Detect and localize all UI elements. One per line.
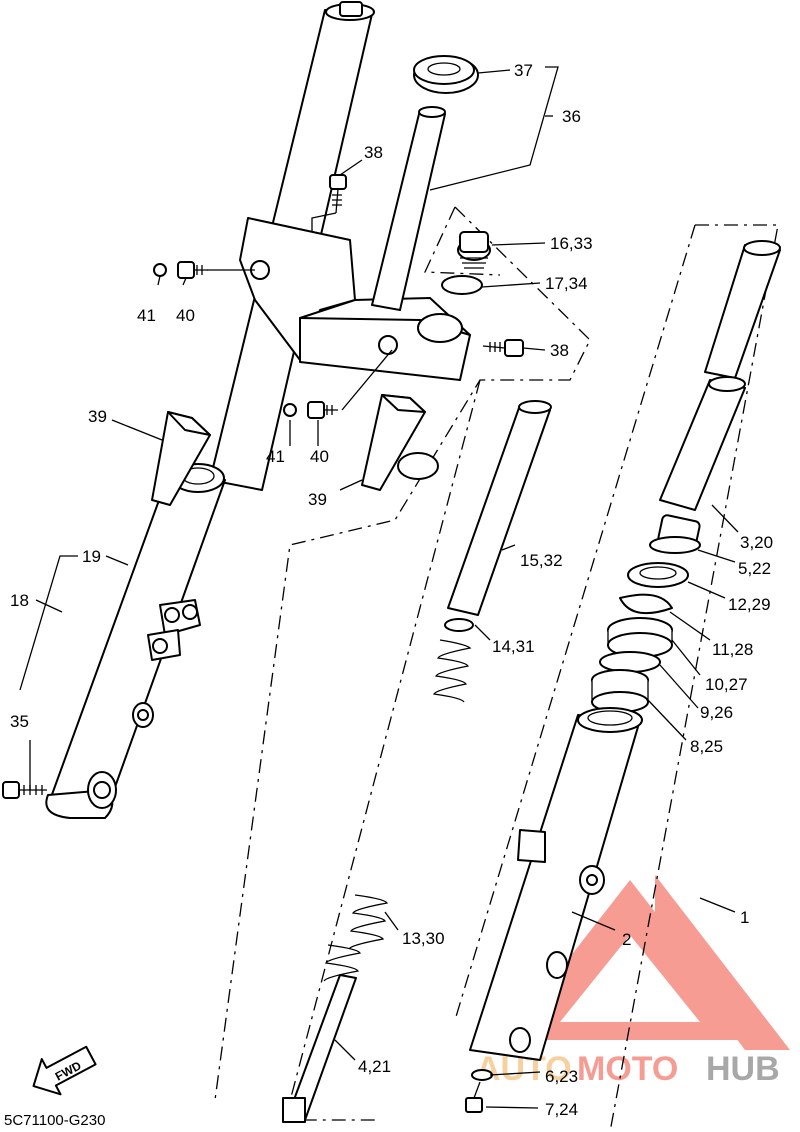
- oring-17: [441, 275, 483, 295]
- washer-9: [599, 651, 661, 673]
- clip-11: [619, 593, 673, 615]
- bolt-38-top: [329, 174, 347, 214]
- outline-inner-tube-group: [609, 224, 779, 1132]
- callout-40: 40: [176, 306, 195, 325]
- callout-41: 41: [137, 306, 156, 325]
- upper-bracket: [239, 217, 471, 381]
- leader-lines: [19, 66, 739, 1109]
- watermark-moto: MOTO: [577, 1050, 678, 1088]
- bracket-39-left: [151, 411, 211, 506]
- callout-38: 38: [364, 143, 383, 162]
- callout-40-b: 40: [310, 447, 329, 466]
- callout-8-25: 8,25: [690, 737, 723, 756]
- bushing-8: [591, 669, 649, 713]
- outer-tube-part: [49, 469, 226, 816]
- callout-39-b: 39: [308, 490, 327, 509]
- callout-14-31: 14,31: [492, 637, 535, 656]
- diagram-code: 5C71100-G230: [4, 1112, 105, 1129]
- callout-39: 39: [88, 407, 107, 426]
- bolt-38-side: [482, 339, 524, 357]
- callout-9-26: 9,26: [700, 703, 733, 722]
- seal-12: [627, 562, 689, 588]
- callout-38-b: 38: [550, 341, 569, 360]
- bracket-39-right: [361, 394, 439, 491]
- callout-6-23: 6,23: [545, 1067, 578, 1086]
- washer-14: [444, 618, 474, 632]
- callout-labels: 37 36 38 16,33 17,34 38 41 40 39 41 40 3…: [10, 61, 773, 1119]
- callout-12-29: 12,29: [728, 595, 771, 614]
- cap-bolt-16: [457, 231, 491, 269]
- callout-7-24: 7,24: [545, 1100, 578, 1119]
- bearing-37: [413, 55, 479, 94]
- callout-15-32: 15,32: [520, 551, 563, 570]
- bolt-35: [2, 781, 47, 799]
- spring-13: [348, 894, 388, 950]
- callout-16-33: 16,33: [550, 234, 593, 253]
- spring-upper: [433, 639, 472, 703]
- washer-6: [471, 1069, 493, 1081]
- slide-bushing-5: [649, 514, 701, 554]
- fwd-arrow-icon: FWD: [32, 1045, 97, 1096]
- callout-3-20: 3,20: [740, 533, 773, 552]
- oil-seal-10: [607, 617, 673, 658]
- watermark-logo: AUTO MOTO HUB: [476, 875, 790, 1088]
- bolt-40-upper: [153, 261, 208, 279]
- callout-5-22: 5,22: [738, 559, 771, 578]
- callout-11-28: 11,28: [712, 640, 753, 659]
- callout-17-34: 17,34: [545, 274, 588, 293]
- callout-13-30: 13,30: [402, 929, 445, 948]
- inner-tube-3: [659, 240, 781, 511]
- callout-36: 36: [562, 107, 581, 126]
- damper-rod-4: [282, 944, 361, 1123]
- callout-18: 18: [10, 591, 29, 610]
- steering-stem: [371, 106, 446, 311]
- callout-41-b: 41: [266, 447, 285, 466]
- callout-35: 35: [10, 712, 29, 731]
- outer-tube-2: [469, 707, 643, 1061]
- callout-10-27: 10,27: [705, 675, 748, 694]
- bolt-7: [465, 1081, 483, 1113]
- watermark-hub: HUB: [706, 1050, 780, 1088]
- callout-4-21: 4,21: [358, 1057, 391, 1076]
- bolt-40-lower: [283, 401, 338, 419]
- callout-1: 1: [740, 908, 749, 927]
- callout-19: 19: [82, 547, 101, 566]
- spacer-15: [447, 400, 552, 616]
- callout-2: 2: [622, 930, 631, 949]
- outline-inner-tube-left: [454, 224, 696, 1021]
- callout-37: 37: [514, 61, 533, 80]
- outline-cap-group: [424, 206, 501, 276]
